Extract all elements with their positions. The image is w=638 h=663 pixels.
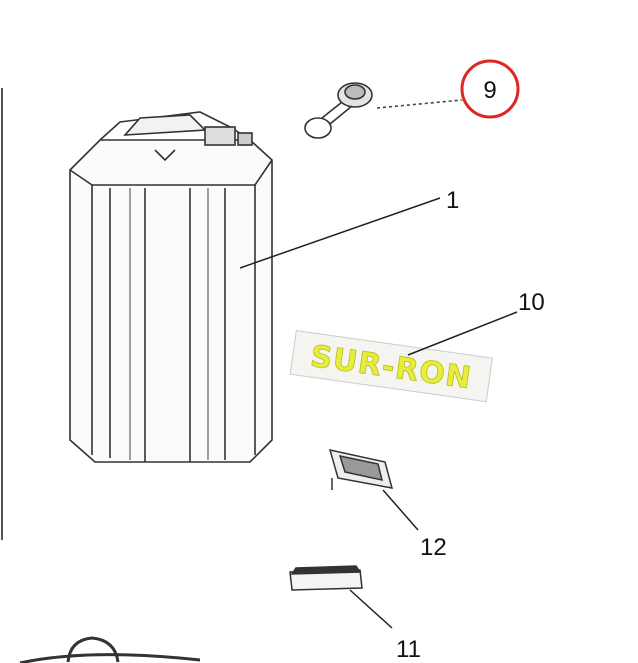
callout-11: 11	[396, 636, 421, 663]
callout-1: 1	[446, 187, 459, 214]
leader-line-10	[407, 311, 518, 356]
connector-bracket-part	[328, 448, 394, 490]
leader-line-11	[349, 589, 393, 629]
callout-10: 10	[518, 289, 545, 316]
leader-line-1	[239, 197, 441, 269]
callout-9: 9	[483, 77, 496, 104]
leader-line-12	[382, 489, 419, 531]
partial-tank-part	[19, 636, 201, 663]
fuel-cap-part	[304, 82, 463, 139]
pad-part	[289, 565, 363, 591]
battery-pack-part	[69, 111, 273, 463]
highlight-circle	[460, 59, 520, 119]
decal-part: SUR-RON	[289, 330, 493, 403]
callout-12: 12	[420, 534, 447, 561]
